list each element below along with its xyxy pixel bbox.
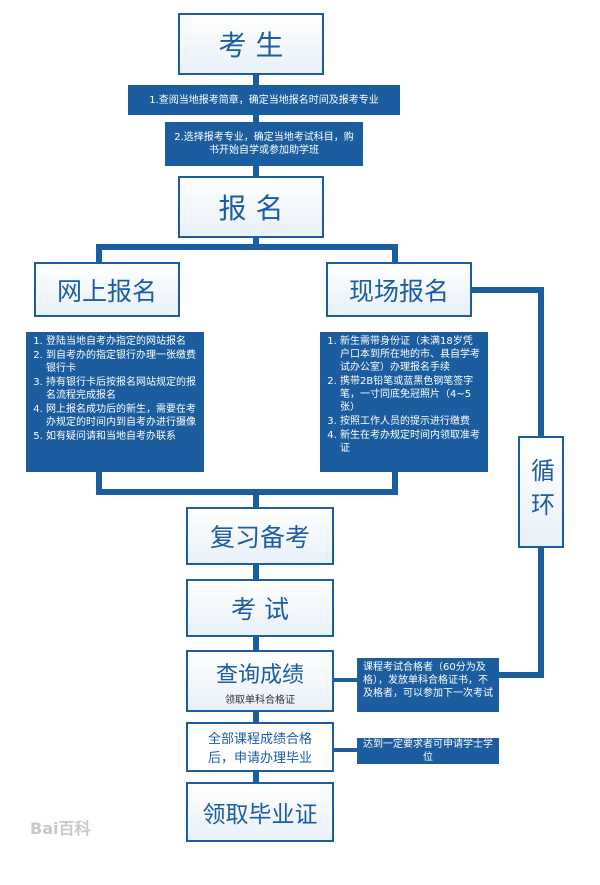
- connector: [253, 712, 259, 724]
- degree-note-label: 达到一定要求者可申请学士学位: [363, 739, 493, 763]
- connector: [392, 470, 398, 495]
- node-review: 复习备考: [186, 507, 334, 565]
- node-kaosheng: 考 生: [178, 13, 324, 75]
- degree-note: 达到一定要求者可申请学士学位: [357, 738, 499, 764]
- step-1-label: 1.查阅当地报考简章，确定当地报名时间及报考专业: [149, 94, 379, 106]
- step-2-label: 2.选择报考专业，确定当地考试科目，购书开始自学或参加助学班: [174, 132, 354, 156]
- node-score: 查询成绩 领取单科合格证: [186, 650, 334, 712]
- connector: [253, 489, 259, 509]
- node-kaosheng-label: 考 生: [218, 29, 284, 62]
- watermark-label: Bai百科: [30, 819, 91, 838]
- onsite-step: 新生在考办规定时间内领取准考证: [340, 429, 482, 455]
- onsite-step: 新生需带身份证（未满18岁凭户口本到所在地的市、县自学考试办公室）办理报名手续: [340, 335, 482, 374]
- online-steps: 登陆当地自考办指定的网站报名 到自考办的指定银行办理一张缴费银行卡 持有银行卡后…: [26, 332, 204, 472]
- connector: [253, 770, 259, 782]
- online-step: 到自考办的指定银行办理一张缴费银行卡: [46, 349, 198, 375]
- node-score-sub: 领取单科合格证: [225, 694, 295, 706]
- connector: [333, 678, 361, 682]
- watermark-logo: Bai百科: [30, 815, 90, 839]
- step-1: 1.查阅当地报考简章，确定当地报名时间及报考专业: [128, 85, 400, 115]
- online-step: 持有银行卡后按报名网站规定的报名流程完成报名: [46, 376, 198, 402]
- node-baoming: 报 名: [178, 176, 324, 238]
- onsite-steps: 新生需带身份证（未满18岁凭户口本到所在地的市、县自学考试办公室）办理报名手续 …: [320, 332, 488, 472]
- node-graduate-label: 全部课程成绩合格后，申请办理毕业: [207, 732, 312, 766]
- connector: [96, 489, 398, 495]
- connector: [96, 470, 102, 495]
- connector: [392, 244, 398, 264]
- node-certificate-label: 领取毕业证: [202, 802, 318, 828]
- loop-connector: [498, 672, 544, 678]
- connector: [253, 637, 259, 651]
- online-step: 登陆当地自考办指定的网站报名: [46, 335, 198, 348]
- node-online: 网上报名: [34, 262, 180, 317]
- node-baoming-label: 报 名: [218, 192, 284, 225]
- loop-connector: [538, 548, 544, 678]
- step-2: 2.选择报考专业，确定当地考试科目，购书开始自学或参加助学班: [165, 122, 363, 166]
- online-step: 如有疑问请和当地自考办联系: [46, 430, 198, 443]
- loop-connector: [470, 287, 544, 293]
- node-score-label: 查询成绩: [215, 662, 304, 688]
- onsite-step: 携带2B铅笔或蓝黑色钢笔签字笔，一寸同底免冠照片（4~5张）: [340, 375, 482, 414]
- node-onsite-label: 现场报名: [348, 276, 449, 306]
- node-graduate: 全部课程成绩合格后，申请办理毕业: [186, 722, 334, 772]
- connector: [96, 244, 102, 264]
- node-loop-label: 循环: [526, 458, 555, 526]
- score-note-label: 课程考试合格者（60分为及格），发放单科合格证书，不及格者，可以参加下一次考试: [363, 662, 493, 699]
- onsite-step: 按照工作人员的提示进行缴费: [340, 415, 482, 428]
- node-review-label: 复习备考: [209, 523, 310, 552]
- connector: [253, 232, 259, 250]
- loop-connector: [538, 287, 544, 437]
- connector: [253, 565, 259, 580]
- node-exam: 考 试: [186, 579, 334, 637]
- connector: [333, 748, 361, 752]
- node-exam-label: 考 试: [231, 595, 289, 624]
- node-loop: 循环: [518, 436, 564, 548]
- connector: [96, 244, 398, 250]
- score-note: 课程考试合格者（60分为及格），发放单科合格证书，不及格者，可以参加下一次考试: [357, 658, 499, 712]
- node-certificate: 领取毕业证: [186, 782, 334, 842]
- node-online-label: 网上报名: [56, 276, 157, 306]
- node-onsite: 现场报名: [326, 262, 472, 317]
- online-step: 网上报名成功后的新生，需要在考办规定的时间内到自考办进行摄像: [46, 403, 198, 429]
